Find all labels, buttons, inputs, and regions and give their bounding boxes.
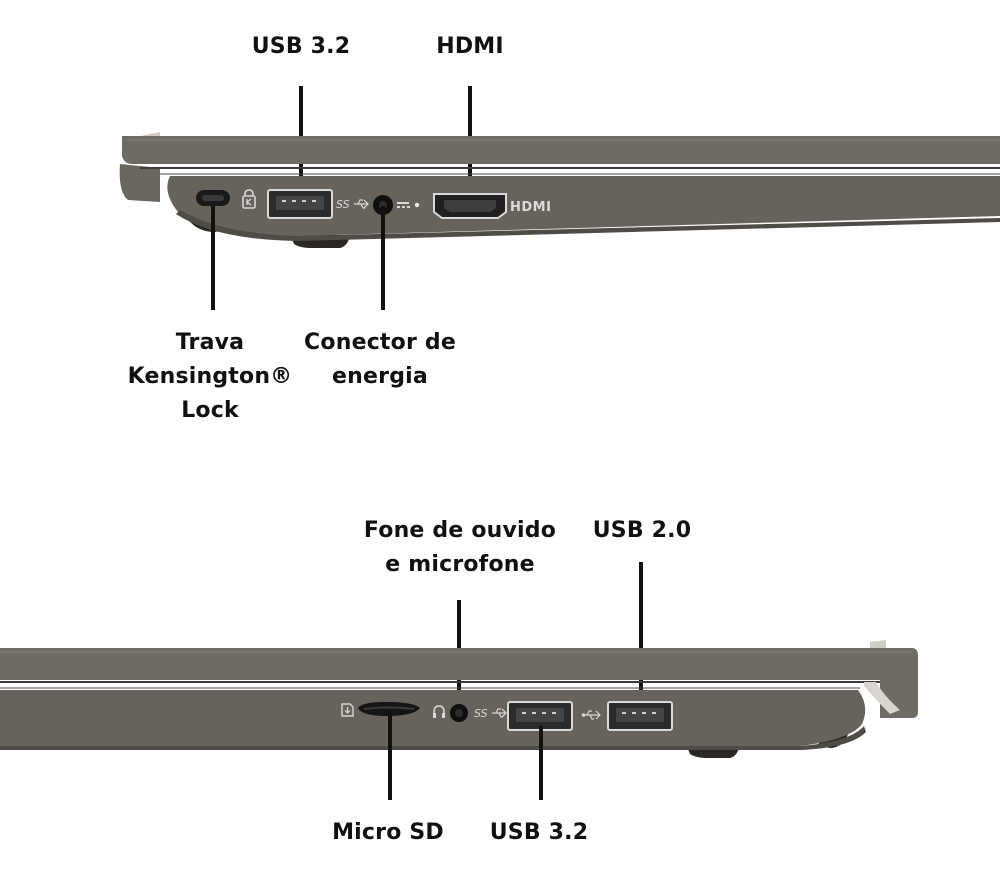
label-headphone-line2: e microfone bbox=[385, 552, 535, 577]
svg-text:SS: SS bbox=[336, 198, 350, 211]
laptop-lid bbox=[122, 136, 1000, 164]
label-kensington: Trava Kensington® Lock bbox=[110, 326, 310, 428]
label-power-line1: Conector de bbox=[304, 330, 456, 355]
label-usb20: USB 2.0 bbox=[592, 518, 692, 543]
laptop-base bbox=[0, 690, 866, 746]
power-led bbox=[414, 202, 420, 208]
leader-kensington bbox=[211, 206, 215, 310]
usb-ss-icon: SS bbox=[336, 198, 369, 211]
sd-card-icon bbox=[341, 703, 354, 717]
hdmi-logo: HDMI bbox=[510, 200, 551, 215]
label-kensington-line2: Kensington® bbox=[127, 364, 293, 389]
svg-text:SS: SS bbox=[474, 707, 488, 720]
label-power-line2: energia bbox=[332, 364, 428, 389]
usb-icon bbox=[581, 710, 601, 720]
leader-usb20 bbox=[639, 562, 643, 712]
label-kensington-line1: Trava bbox=[175, 330, 245, 355]
leader-power bbox=[381, 206, 385, 310]
label-microsd: Micro SD bbox=[332, 820, 444, 845]
micro-sd-slot bbox=[358, 702, 420, 716]
label-headphone-line1: Fone de ouvido bbox=[363, 518, 557, 543]
label-power: Conector de energia bbox=[290, 326, 470, 394]
laptop-lid bbox=[0, 648, 918, 718]
label-headphone: Fone de ouvido e microfone bbox=[350, 514, 570, 582]
laptop-right-side: SS bbox=[0, 640, 918, 758]
lock-icon bbox=[242, 189, 256, 209]
label-hdmi: HDMI bbox=[436, 34, 504, 59]
laptop-base bbox=[167, 176, 1000, 236]
label-kensington-line3: Lock bbox=[181, 398, 239, 423]
label-usb32-bottom: USB 3.2 bbox=[489, 820, 589, 845]
usb-ss-icon: SS bbox=[474, 707, 507, 720]
label-usb32-top: USB 3.2 bbox=[251, 34, 351, 59]
laptop-left-side: SS HDMI bbox=[119, 132, 1000, 248]
leader-usb32-bottom bbox=[539, 726, 543, 800]
leader-microsd bbox=[388, 712, 392, 800]
dc-power-icon bbox=[397, 202, 410, 208]
headphone-icon bbox=[433, 705, 445, 718]
